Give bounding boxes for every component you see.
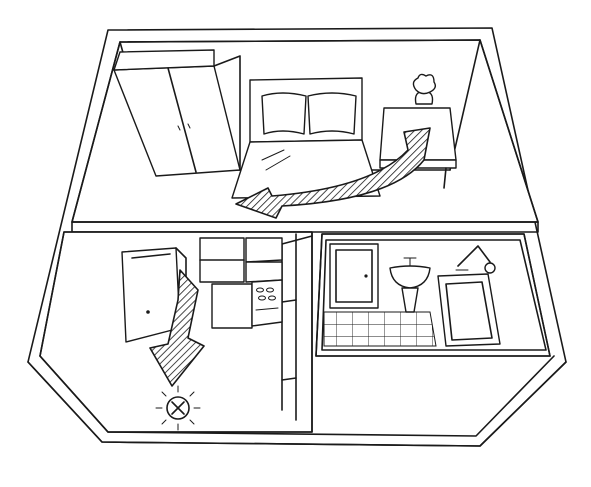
curved-arrow-icon <box>235 127 431 219</box>
sink <box>389 257 431 313</box>
flower-vase-icon <box>412 73 437 105</box>
bed <box>231 77 381 199</box>
shower-icon <box>455 245 496 274</box>
down-arrow-icon <box>149 269 205 387</box>
wardrobe <box>113 49 241 177</box>
bathtub <box>437 245 501 347</box>
bathroom-door <box>329 243 379 309</box>
kitchen-cabinets <box>199 237 283 329</box>
stove <box>255 287 279 311</box>
x-target-icon <box>155 385 201 431</box>
